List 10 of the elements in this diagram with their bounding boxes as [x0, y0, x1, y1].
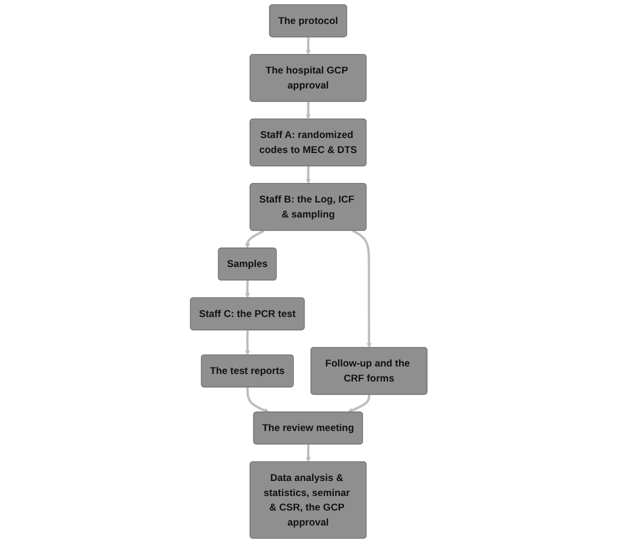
arrow — [306, 166, 311, 184]
arrow — [306, 37, 311, 55]
arrow — [244, 280, 250, 298]
arrow — [306, 444, 311, 462]
arrow — [347, 394, 370, 413]
arrow — [306, 102, 311, 120]
arrow — [244, 230, 264, 248]
arrow — [244, 330, 250, 356]
arrow — [246, 387, 269, 413]
arrow — [352, 230, 372, 348]
